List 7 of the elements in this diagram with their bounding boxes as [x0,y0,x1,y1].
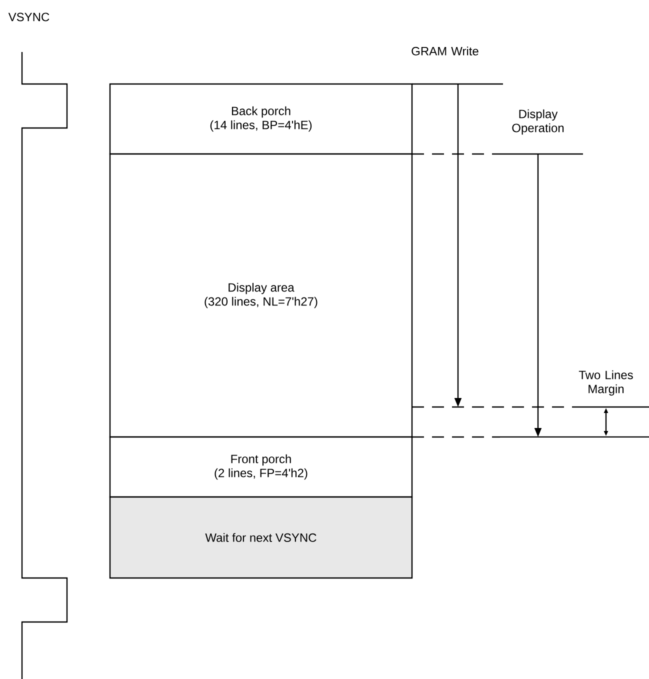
column-heading: GRAM Write [412,46,478,56]
margin-label: Two Lines Margin [578,370,633,396]
vsync-label: VSYNC [8,12,50,22]
timing-box: Back porch (14 lines, BP=4'hE) [109,83,413,155]
column-heading: Display Operation [512,109,564,135]
timing-box: Front porch (2 lines, FP=4'h2) [109,436,413,498]
timing-box: Wait for next VSYNC [109,496,413,579]
